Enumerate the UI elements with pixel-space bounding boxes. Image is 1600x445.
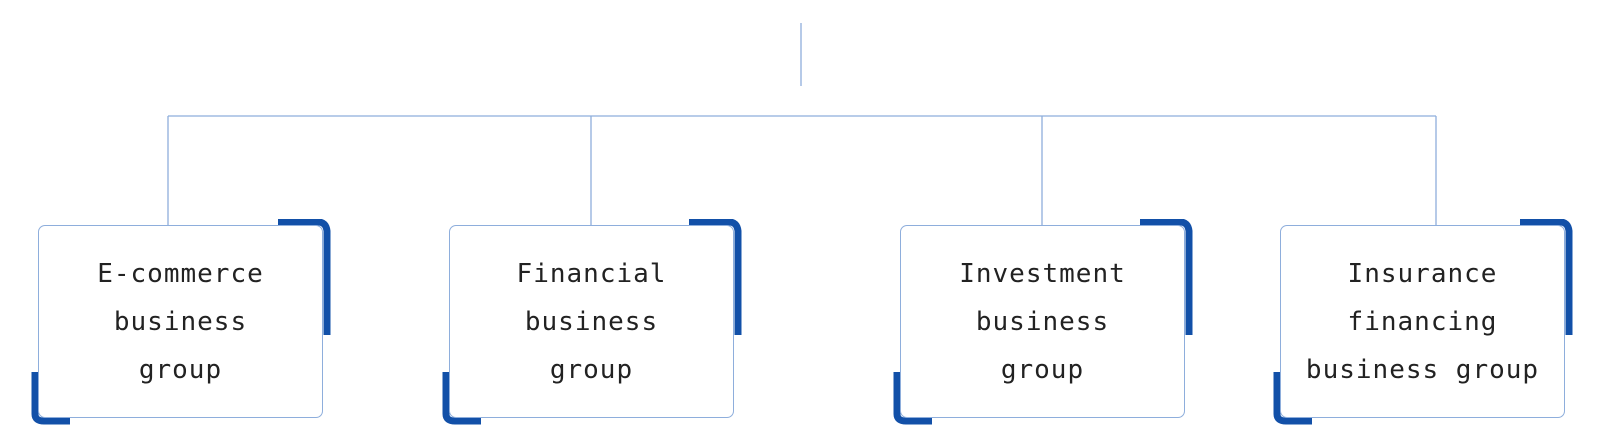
- node-financial-business-group: Financial business group: [449, 225, 734, 418]
- accent-corner-bottom-left: [31, 372, 70, 425]
- accent-corner-top-right: [1140, 219, 1193, 335]
- accent-corner-top-right: [689, 219, 742, 335]
- node-label: Investment business group: [959, 258, 1126, 385]
- accent-corner-top-right: [1520, 219, 1573, 335]
- node-label: Insurance financing business group: [1305, 258, 1540, 385]
- accent-corner-top-right: [278, 219, 331, 335]
- node-label: E-commerce business group: [97, 258, 264, 385]
- node-e-commerce-business-group: E-commerce business group: [38, 225, 323, 418]
- accent-corner-bottom-left: [893, 372, 932, 425]
- node-label: Financial business group: [516, 258, 667, 385]
- accent-corner-bottom-left: [1273, 372, 1312, 425]
- accent-corner-bottom-left: [442, 372, 481, 425]
- node-investment-business-group: Investment business group: [900, 225, 1185, 418]
- node-insurance-financing-business-group: Insurance financing business group: [1280, 225, 1565, 418]
